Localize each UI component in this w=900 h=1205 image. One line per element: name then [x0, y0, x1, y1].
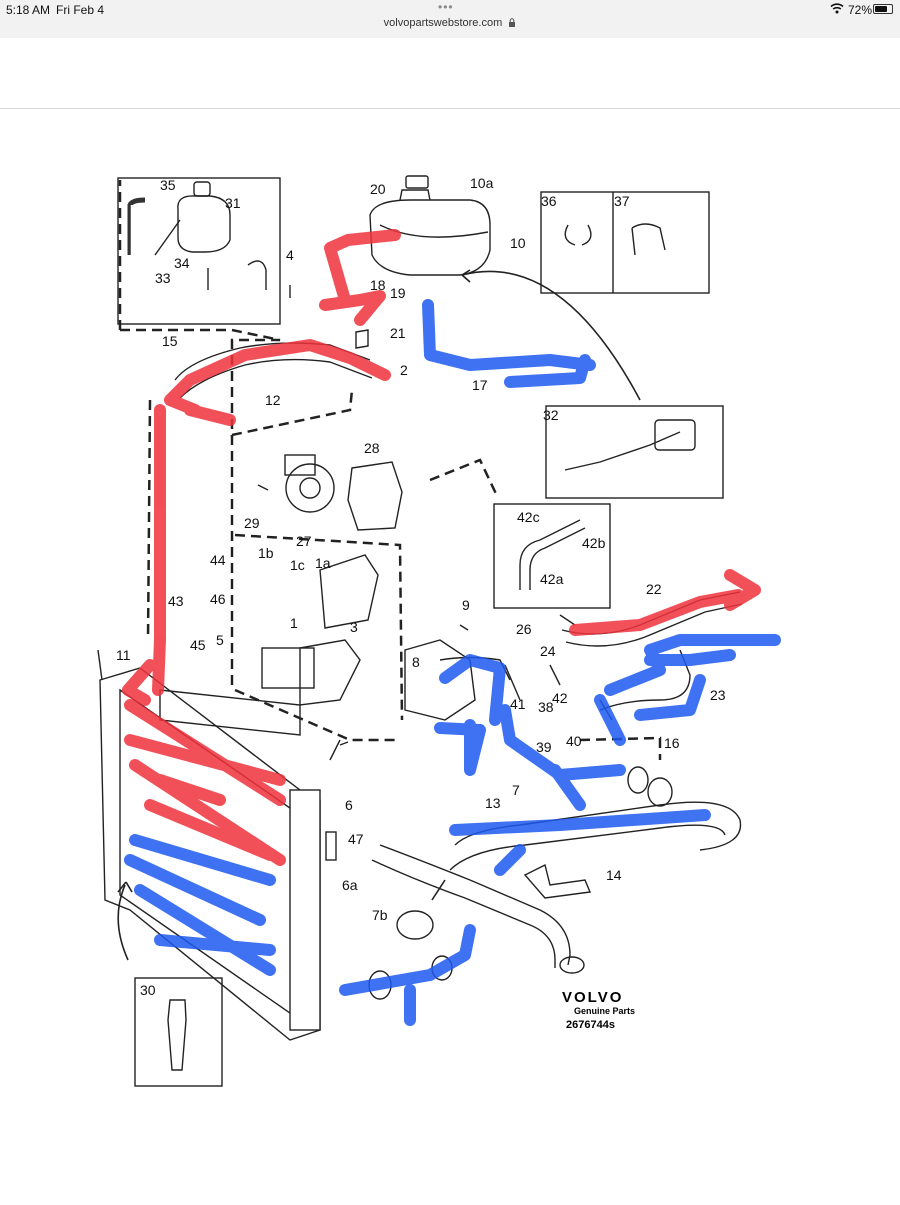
callout-label-34: 34: [174, 255, 190, 271]
callout-label-22: 22: [646, 581, 662, 597]
callout-label-36: 36: [541, 193, 557, 209]
callout-label-10: 10: [510, 235, 526, 251]
callout-label-31: 31: [225, 195, 241, 211]
callout-label-38: 38: [538, 699, 554, 715]
callout-label-40: 40: [566, 733, 582, 749]
battery-icon: [873, 4, 893, 14]
callout-label-6a: 6a: [342, 877, 358, 893]
callout-label-1b: 1b: [258, 545, 274, 561]
brand-subtitle: Genuine Parts: [574, 1006, 635, 1016]
callout-label-43: 43: [168, 593, 184, 609]
callout-label-8: 8: [412, 654, 420, 670]
callout-label-3: 3: [350, 619, 358, 635]
callout-label-20: 20: [370, 181, 386, 197]
browser-toolbar-area: [0, 38, 900, 109]
callout-label-13: 13: [485, 795, 501, 811]
callout-label-14: 14: [606, 867, 622, 883]
callout-label-16: 16: [664, 735, 680, 751]
lock-icon: [509, 18, 516, 27]
callout-label-42a: 42a: [540, 571, 564, 587]
brand-logo-text: VOLVO: [562, 989, 623, 1006]
callout-label-30: 30: [140, 982, 156, 998]
callout-label-1a: 1a: [315, 555, 331, 571]
callout-label-1: 1: [290, 615, 298, 631]
callout-label-35: 35: [160, 177, 176, 193]
callout-label-42: 42: [552, 690, 568, 706]
callout-label-18: 18: [370, 277, 386, 293]
battery-percent: 72%: [848, 3, 873, 17]
callout-label-32: 32: [543, 407, 559, 423]
address-bar[interactable]: volvopartswebstore.com: [0, 17, 900, 29]
callout-label-37: 37: [614, 193, 630, 209]
callout-label-42b: 42b: [582, 535, 606, 551]
callout-label-11: 11: [116, 647, 131, 663]
callout-label-7: 7: [512, 782, 520, 798]
callout-label-5: 5: [216, 632, 224, 648]
callout-label-26: 26: [516, 621, 532, 637]
callout-label-42c: 42c: [517, 509, 540, 525]
callout-label-19: 19: [390, 285, 406, 301]
ellipsis-icon[interactable]: •••: [438, 0, 454, 14]
callout-label-2: 2: [400, 362, 408, 378]
status-time: 5:18 AM: [6, 3, 51, 17]
figure-number: 2676744s: [566, 1019, 615, 1031]
callout-label-47: 47: [348, 831, 364, 847]
callout-label-4: 4: [286, 247, 294, 263]
inset-box-reservoir: [117, 177, 281, 325]
callout-label-29: 29: [244, 515, 260, 531]
callout-label-45: 45: [190, 637, 206, 653]
url-text: volvopartswebstore.com: [383, 17, 503, 29]
callout-label-39: 39: [536, 739, 552, 755]
callout-label-1c: 1c: [290, 557, 305, 573]
callout-label-9: 9: [462, 597, 470, 613]
wifi-icon: [830, 3, 844, 14]
callout-label-17: 17: [472, 377, 488, 393]
cooling-system-diagram: 11a1b1c234566a77b891010a1112131415161718…: [97, 175, 781, 1087]
callout-label-41: 41: [510, 696, 526, 712]
battery-level: [875, 6, 887, 12]
callout-label-21: 21: [390, 325, 406, 341]
callout-label-12: 12: [265, 392, 281, 408]
blue-marker-strokes: [124, 299, 781, 1026]
callout-label-33: 33: [155, 270, 171, 286]
callout-label-27: 27: [296, 533, 312, 549]
callout-label-23: 23: [710, 687, 726, 703]
red-marker-strokes: [122, 229, 761, 866]
status-bar: 5:18 AM Fri Feb 4 ••• volvopartswebstore…: [0, 0, 900, 38]
callout-label-6: 6: [345, 797, 353, 813]
callout-label-10a: 10a: [470, 175, 494, 191]
callout-label-24: 24: [540, 643, 556, 659]
callout-label-44: 44: [210, 552, 226, 568]
callout-label-46: 46: [210, 591, 226, 607]
callout-label-7b: 7b: [372, 907, 388, 923]
callout-label-28: 28: [364, 440, 380, 456]
callout-label-15: 15: [162, 333, 178, 349]
status-date: Fri Feb 4: [56, 3, 105, 17]
